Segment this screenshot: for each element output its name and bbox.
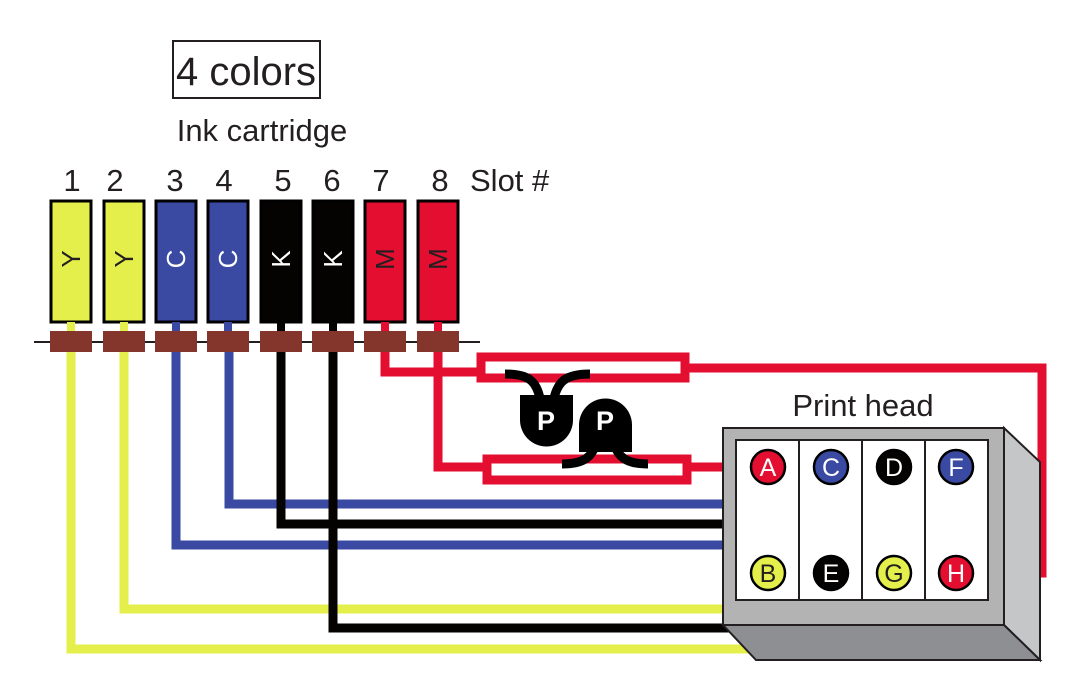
cartridge-outlet xyxy=(67,322,75,334)
cartridge-outlet xyxy=(277,322,285,334)
nozzle-a xyxy=(749,448,787,486)
pump-hose xyxy=(504,369,591,400)
nozzle-d xyxy=(875,448,913,486)
cartridge-outlet xyxy=(120,322,128,334)
ink-letter: Y xyxy=(56,250,86,267)
cartridge-label: Ink cartridge xyxy=(177,113,348,148)
ink-letter: Y xyxy=(109,250,139,267)
cartridge-outlet xyxy=(434,322,442,334)
ink-letter: M xyxy=(423,248,453,270)
nozzle-c xyxy=(812,448,850,486)
cartridge-outlet xyxy=(224,322,232,334)
pump-label: P xyxy=(537,406,555,436)
print-head-label: Print head xyxy=(792,388,933,423)
ink-cartridge xyxy=(206,199,250,324)
ink-letter: K xyxy=(266,250,296,268)
ink-letter: C xyxy=(213,250,243,269)
cartridge-outlet xyxy=(381,322,389,334)
tube-connector xyxy=(207,331,249,352)
print-head-side xyxy=(1003,425,1041,663)
pump-label: P xyxy=(596,406,614,436)
ink-letter: C xyxy=(161,250,191,269)
slot-number: 2 xyxy=(106,163,123,198)
title-box xyxy=(172,40,321,99)
title-text: 4 colors xyxy=(176,50,316,94)
nozzles: A C D F B E G H xyxy=(749,448,975,592)
nozzle-label: B xyxy=(760,560,777,588)
tube-connector xyxy=(50,331,92,352)
tube-connector xyxy=(417,331,459,352)
pump-2 xyxy=(579,398,632,452)
slot-number: 3 xyxy=(166,163,183,198)
ink-cartridge xyxy=(416,199,460,324)
tube-slot-8 xyxy=(433,352,487,472)
slot-number: 4 xyxy=(215,163,232,198)
nozzle-b xyxy=(749,554,787,592)
nozzle-label: D xyxy=(885,454,903,482)
ink-cartridge xyxy=(311,199,355,324)
nozzle-label: A xyxy=(760,454,777,482)
slot-number: 5 xyxy=(274,163,291,198)
slot-number: 8 xyxy=(431,163,448,198)
tube-connector xyxy=(312,331,354,352)
pump-1 xyxy=(520,395,573,447)
ink-cartridge xyxy=(363,199,407,324)
connectors xyxy=(50,331,459,352)
ink-cartridge xyxy=(154,199,198,324)
tube-slot-7 xyxy=(380,352,481,377)
tube-connector xyxy=(260,331,302,352)
nozzle-e xyxy=(812,554,850,592)
ink-letter: M xyxy=(370,248,400,270)
slot-number: 7 xyxy=(372,163,389,198)
cartridge-outlet xyxy=(329,322,337,334)
ink-letter: K xyxy=(318,250,348,268)
ink-cartridge xyxy=(259,199,303,324)
ink-cartridge xyxy=(102,199,146,324)
nozzle-g xyxy=(875,554,913,592)
tube-connector xyxy=(155,331,197,352)
tube-connector xyxy=(103,331,145,352)
nozzle-label: C xyxy=(822,454,840,482)
tube-connector xyxy=(364,331,406,352)
nozzle-label: H xyxy=(947,560,965,588)
nozzle-f xyxy=(937,448,975,486)
cartridge-outlet xyxy=(172,322,180,334)
slot-number: 1 xyxy=(63,163,80,198)
slot-number: 6 xyxy=(323,163,340,198)
nozzle-label: E xyxy=(823,560,840,588)
nozzle-h xyxy=(937,554,975,592)
nozzle-label: F xyxy=(948,454,963,482)
slot-header: Slot # xyxy=(470,163,550,198)
print-head-bottom xyxy=(720,624,1043,661)
nozzle-label: G xyxy=(884,560,903,588)
